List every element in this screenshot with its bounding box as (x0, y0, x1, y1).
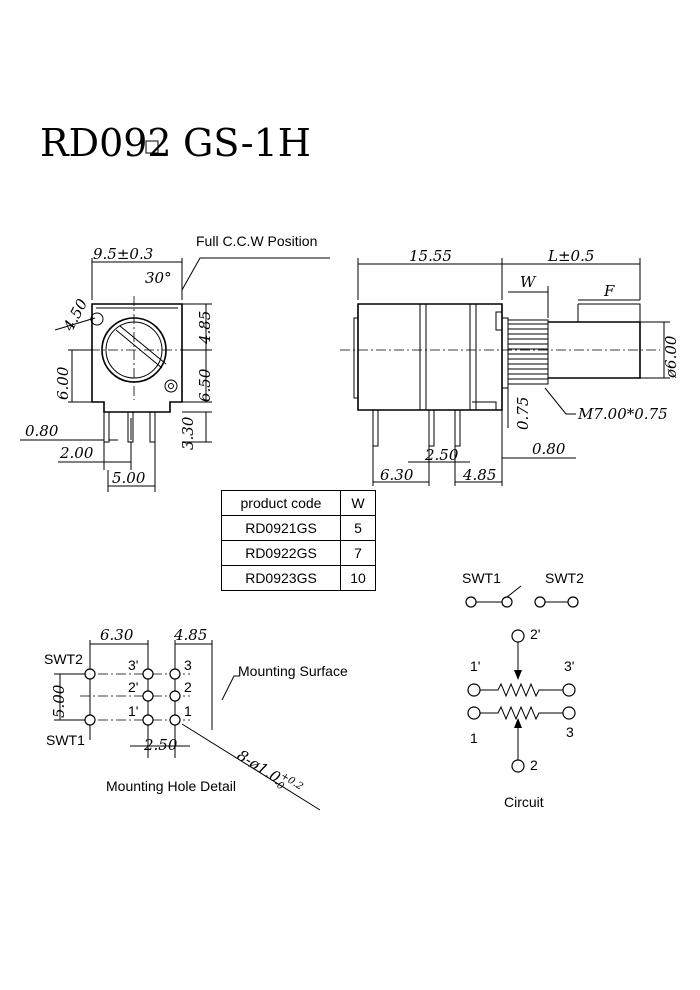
circuit-pin-3: 3 (566, 724, 574, 740)
table-cell-w: 7 (340, 540, 376, 566)
table-row: RD0921GS 5 (221, 515, 376, 541)
dim-15-55: 15.55 (409, 247, 452, 265)
table-header-w: W (340, 490, 376, 516)
side-view: 15.55 L±0.5 W F ø6.00 M7.00*0.75 0.75 0.… (340, 247, 680, 486)
dim-6-00: 6.00 (54, 366, 72, 400)
pin-label-2: 2 (184, 679, 192, 695)
table-cell-code: RD0923GS (221, 565, 341, 591)
mount-swt2: SWT2 (44, 651, 83, 667)
dim-4-85: 4.85 (196, 311, 214, 345)
circuit-pin-1p: 1' (470, 658, 480, 674)
mount-hole (142, 714, 154, 726)
circuit: SWT1 SWT2 2' 1' 3' 1 3 2 Circuit (462, 570, 584, 810)
mount-hole (142, 668, 154, 680)
circuit-pin-2p: 2' (530, 626, 540, 642)
title-part: RD092 (40, 121, 172, 165)
pin-label-1: 1 (184, 703, 192, 719)
mount-hole (169, 690, 181, 702)
table-cell-w: 5 (340, 515, 376, 541)
dim-2-00: 2.00 (59, 444, 94, 462)
dim-width-top: 9.5±0.3 (93, 245, 153, 263)
mount-dim-6-30: 6.30 (100, 626, 134, 644)
mount-dim-5-00: 5.00 (50, 684, 68, 718)
table-row: RD0923GS 10 (221, 565, 376, 591)
dim-2-50-side: 2.50 (424, 446, 459, 464)
dim-thread: M7.00*0.75 (577, 405, 668, 423)
mount-dim-4-85: 4.85 (173, 626, 207, 644)
dim-4-85-side: 4.85 (462, 466, 496, 484)
mounting-hole-detail: 6.30 4.85 5.00 2.50 3' 2' 1' 3 2 1 SWT2 … (44, 626, 348, 811)
pin-label-2p: 2' (128, 679, 138, 695)
label-mounting-detail: Mounting Hole Detail (106, 778, 236, 794)
dim-angle: 30° (145, 269, 172, 287)
mount-hole (169, 714, 181, 726)
mount-hole (84, 714, 96, 726)
circuit-swt1: SWT1 (462, 570, 501, 586)
circuit-pin-1: 1 (470, 730, 478, 746)
mount-swt1: SWT1 (46, 732, 85, 748)
table-row: RD0922GS 7 (221, 540, 376, 566)
dim-w: W (520, 273, 537, 291)
table-cell-w: 10 (340, 565, 376, 591)
dim-5-00: 5.00 (112, 469, 146, 487)
mount-hole (84, 668, 96, 680)
pin-label-3: 3 (184, 657, 192, 673)
pin-label-3p: 3' (128, 657, 138, 673)
label-full-ccw: Full C.C.W Position (196, 233, 317, 249)
table-cell-code: RD0921GS (221, 515, 341, 541)
circuit-swt2: SWT2 (545, 570, 584, 586)
circuit-pin-3p: 3' (564, 658, 574, 674)
mount-hole (142, 690, 154, 702)
dim-6-30-side: 6.30 (380, 466, 414, 484)
mount-holes-spec: 8-ø1.0+0.2-0 (233, 745, 305, 801)
dim-f: F (603, 282, 615, 300)
product-code-table: product code W RD0921GS 5 RD0922GS 7 RD0… (221, 490, 376, 591)
dim-3-30: 3.30 (179, 416, 197, 450)
table-cell-code: RD0922GS (221, 540, 341, 566)
label-mounting-surface: Mounting Surface (238, 663, 348, 679)
circuit-pin-2: 2 (530, 757, 538, 773)
dim-0-80: 0.80 (25, 422, 59, 440)
dim-6-50: 6.50 (196, 368, 214, 402)
dim-0-75: 0.75 (514, 397, 532, 430)
dim-shaft-len: L±0.5 (547, 247, 594, 265)
pin-label-1p: 1' (128, 703, 138, 719)
table-header-row: product code W (221, 490, 376, 516)
dim-0-80-side: 0.80 (532, 440, 566, 458)
dim-dia-6: ø6.00 (662, 335, 680, 379)
mount-hole (169, 668, 181, 680)
table-header-code: product code (221, 490, 341, 516)
title-suffix: GS-1H (183, 121, 311, 165)
title-box-icon (145, 140, 159, 154)
circuit-caption: Circuit (504, 794, 544, 810)
mount-dim-2-50: 2.50 (143, 736, 178, 754)
dim-4-50: 4.50 (59, 296, 91, 335)
front-view: 9.5±0.3 30° Full C.C.W Position 4.50 6.0… (20, 233, 330, 492)
